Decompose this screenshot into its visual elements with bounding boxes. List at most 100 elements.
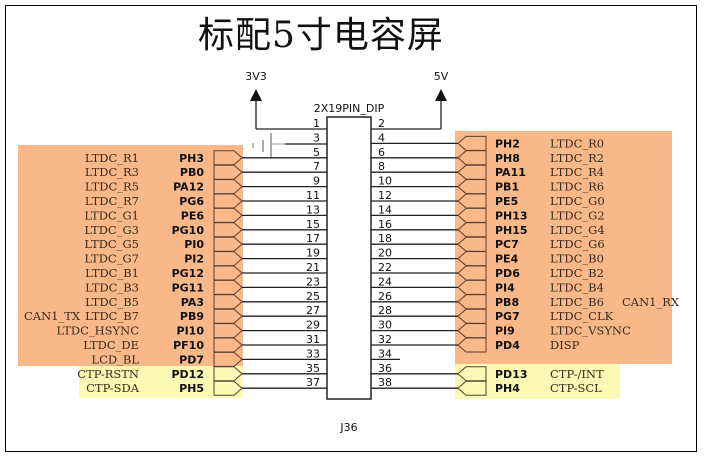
signal-name: LTDC_B7 bbox=[85, 309, 139, 323]
pin-number: 19 bbox=[306, 247, 320, 260]
port-flag-icon bbox=[213, 222, 243, 238]
port-flag-icon bbox=[213, 366, 243, 382]
left-lcd-signal-zone bbox=[18, 145, 243, 366]
left-pin-row: 7 PB0 LTDC_R3 bbox=[85, 160, 327, 180]
port-name: PI0 bbox=[184, 238, 204, 251]
signal-name: CTP-SDA bbox=[86, 381, 140, 395]
pin-number: 28 bbox=[378, 304, 392, 317]
port-flag-icon bbox=[457, 150, 487, 166]
port-name: PA11 bbox=[495, 166, 526, 179]
port-flag-icon bbox=[457, 308, 487, 324]
connector-body bbox=[326, 116, 372, 400]
pin-number: 14 bbox=[378, 203, 392, 216]
pin-number: 20 bbox=[378, 247, 392, 260]
pin-number: 25 bbox=[306, 290, 320, 303]
port-flag-icon bbox=[457, 236, 487, 252]
pin-number: 22 bbox=[378, 261, 392, 274]
port-name: PH5 bbox=[179, 382, 204, 395]
signal-name: LTDC_R0 bbox=[550, 136, 604, 150]
port-flag-icon bbox=[213, 164, 243, 180]
pin-number: 3 bbox=[313, 131, 320, 144]
power-5v-label: 5V bbox=[434, 70, 449, 83]
pin-number: 23 bbox=[306, 275, 320, 288]
pin-number: 30 bbox=[378, 319, 392, 332]
pin-number: 4 bbox=[378, 131, 385, 144]
port-flag-icon bbox=[213, 337, 243, 353]
port-name: PI10 bbox=[177, 325, 205, 338]
port-flag-icon bbox=[457, 135, 487, 151]
pin-number: 37 bbox=[306, 376, 320, 389]
signal-name: LTDC_R2 bbox=[550, 151, 604, 165]
port-flag-icon bbox=[213, 150, 243, 166]
pin-number: 24 bbox=[378, 275, 392, 288]
signal-name: CTP-/INT bbox=[550, 367, 604, 381]
pin-number: 34 bbox=[378, 347, 392, 360]
connector-ref-label: J36 bbox=[339, 421, 357, 434]
port-flag-icon bbox=[457, 164, 487, 180]
port-flag-icon bbox=[213, 265, 243, 281]
port-name: PH8 bbox=[495, 152, 520, 165]
port-flag-icon bbox=[213, 308, 243, 324]
port-name: PI9 bbox=[495, 325, 515, 338]
signal-name: LTDC_R6 bbox=[550, 180, 604, 194]
port-name: PB9 bbox=[180, 310, 204, 323]
port-flag-icon bbox=[213, 251, 243, 267]
pin-number: 7 bbox=[313, 160, 320, 173]
port-flag-icon bbox=[213, 193, 243, 209]
pin-number: 31 bbox=[306, 333, 320, 346]
port-name: PG12 bbox=[172, 267, 204, 280]
left-touch-signal-zone bbox=[79, 366, 243, 398]
port-name: PB0 bbox=[180, 166, 204, 179]
signal-name: CTP-SCL bbox=[550, 381, 602, 395]
signal-name: CTP-RSTN bbox=[77, 367, 139, 381]
pin-number: 13 bbox=[306, 203, 320, 216]
port-flag-icon bbox=[213, 236, 243, 252]
port-name: PB8 bbox=[495, 296, 519, 309]
pin-number: 38 bbox=[378, 376, 392, 389]
port-name: PG10 bbox=[172, 224, 205, 237]
port-name: PH2 bbox=[495, 137, 520, 150]
power-3v3-symbol: 3V3 bbox=[245, 70, 327, 130]
diagram-title: 标配5寸电容屏 bbox=[198, 15, 444, 56]
power-arrow-icon bbox=[250, 89, 262, 101]
signal-name: LTDC_R5 bbox=[85, 180, 139, 194]
port-flag-icon bbox=[457, 337, 487, 353]
ground-tie bbox=[252, 133, 327, 158]
right-pin-row: 34 bbox=[371, 347, 400, 360]
pin-number: 5 bbox=[313, 146, 320, 159]
right-lcd-signal-zone bbox=[455, 131, 672, 364]
port-flag-icon bbox=[213, 380, 243, 396]
signal-name: DISP bbox=[550, 338, 580, 352]
right-pin-row: 4 PH2 LTDC_R0 bbox=[371, 131, 604, 151]
port-name: PH3 bbox=[179, 152, 204, 165]
port-name: PG6 bbox=[179, 195, 204, 208]
port-name: PE4 bbox=[495, 253, 519, 266]
port-name: PA3 bbox=[181, 296, 204, 309]
signal-name: LTDC_DE bbox=[83, 338, 139, 352]
port-name: PB1 bbox=[495, 181, 519, 194]
pin-number: 33 bbox=[306, 347, 320, 360]
port-name: PG7 bbox=[495, 310, 520, 323]
signal-name: LTDC_R3 bbox=[85, 165, 139, 179]
signal-name: LTDC_B4 bbox=[550, 280, 604, 294]
port-flag-icon bbox=[457, 193, 487, 209]
port-name: PD12 bbox=[171, 368, 204, 381]
signal-name: LTDC_G5 bbox=[84, 237, 139, 251]
